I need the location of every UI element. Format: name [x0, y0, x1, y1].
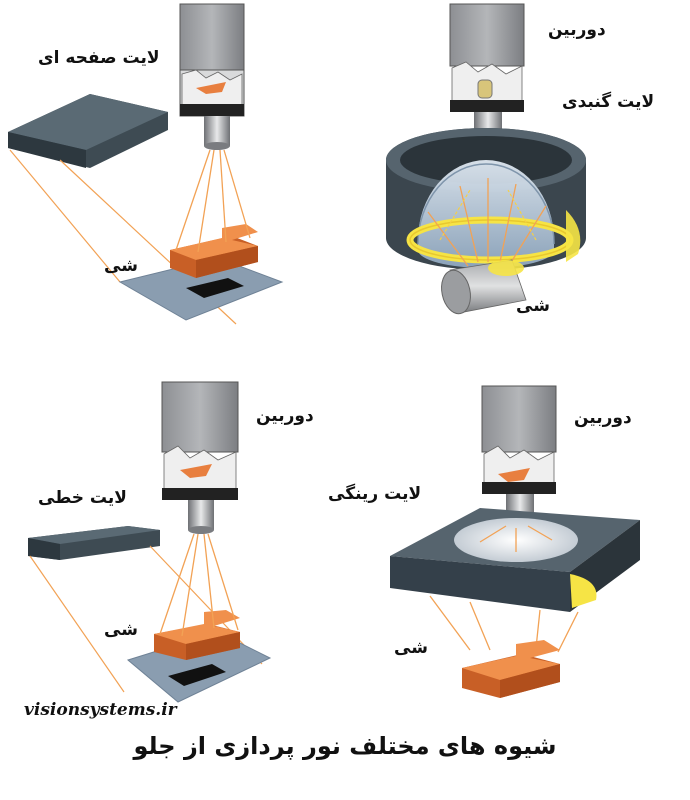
- camera: [481, 385, 557, 522]
- camera: [449, 3, 525, 142]
- ring-light-slab: [390, 508, 640, 612]
- line-object-label: شی: [104, 620, 138, 640]
- dome-object-label: شی: [516, 296, 550, 316]
- panel-ring-light: [390, 385, 640, 698]
- ring-camera-label: دوربین: [574, 408, 632, 428]
- dome-light-label: لایت گنبدی: [562, 92, 655, 112]
- object-block: [170, 224, 258, 278]
- watermark-text: visionsystems.ir: [24, 700, 177, 720]
- panel-dome-light: [386, 3, 586, 315]
- camera: [161, 381, 239, 534]
- line-camera-label: دوربین: [256, 406, 314, 426]
- panel-flat-light: [8, 3, 284, 325]
- dome-housing: [386, 128, 586, 270]
- panel-line-light: [28, 381, 272, 703]
- object-block: [154, 610, 240, 660]
- flat-object-label: شی: [104, 256, 138, 276]
- object-cylinder: [441, 259, 527, 315]
- figure-caption: شیوه های مختلف نور پردازی از جلو: [133, 732, 557, 760]
- ring-light-label: لایت رینگی: [328, 484, 422, 504]
- flat-light-label: لایت صفحه ای: [38, 48, 160, 68]
- camera: [179, 3, 245, 150]
- ring-object-label: شی: [394, 638, 428, 658]
- object-block: [462, 640, 560, 698]
- dome-camera-label: دوربین: [548, 20, 606, 40]
- line-light-label: لایت خطی: [38, 488, 127, 508]
